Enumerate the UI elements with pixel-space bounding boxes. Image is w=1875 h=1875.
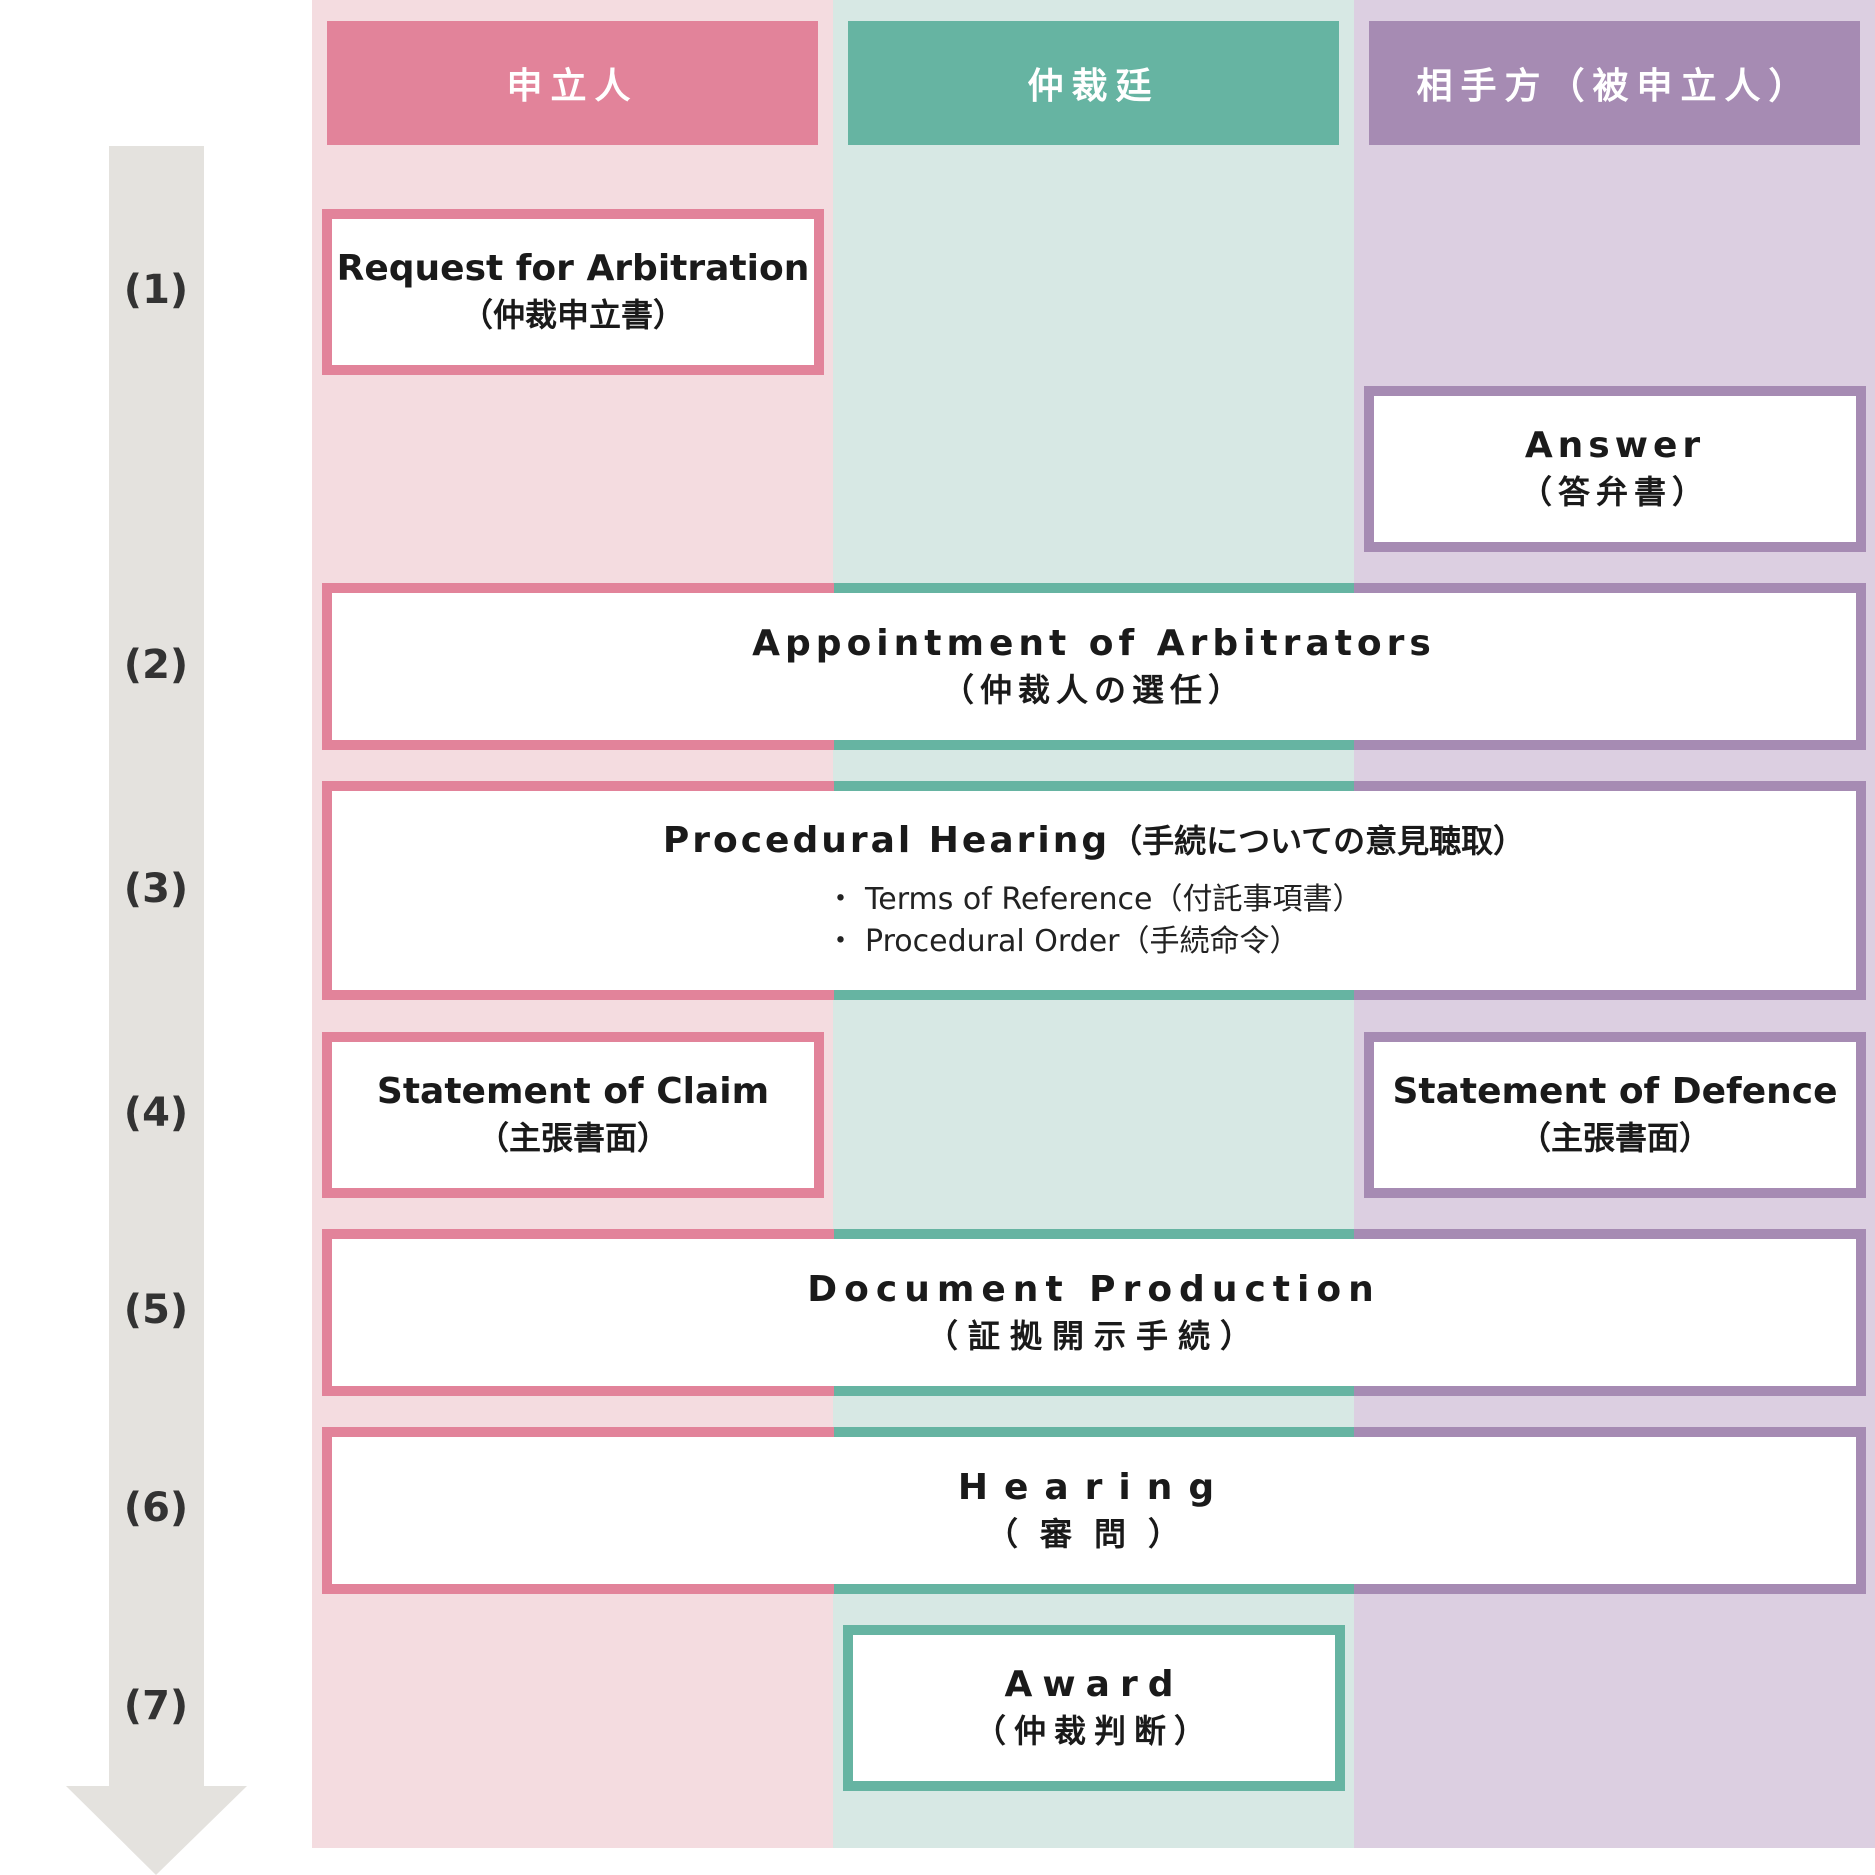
respondent-header: 相手方（被申立人）	[1369, 21, 1860, 145]
answer-subtitle: （答弁書）	[1519, 473, 1710, 511]
step-label-3: (3)	[123, 866, 189, 912]
timeline-arrow-head-icon	[66, 1786, 247, 1875]
procedural-hearing-box: Procedural Hearing（手続についての意見聴取） ・ Terms …	[322, 781, 1866, 1000]
timeline-arrow-shaft	[109, 146, 204, 1786]
step-label-5: (5)	[123, 1287, 189, 1333]
procedural-item-terms: ・ Terms of Reference（付託事項書）	[825, 881, 1363, 917]
document-title: Document Production	[807, 1268, 1381, 1310]
defence-title: Statement of Defence	[1392, 1071, 1838, 1113]
procedural-heading: Procedural Hearing（手続についての意見聴取）	[663, 818, 1525, 865]
statement-of-defence-box: Statement of Defence （主張書面）	[1364, 1032, 1866, 1198]
step-label-2: (2)	[123, 642, 189, 688]
request-subtitle: （仲裁申立書）	[460, 296, 685, 334]
procedural-items: ・ Terms of Reference（付託事項書） ・ Procedural…	[826, 879, 1363, 963]
hearing-box: Hearing （審問）	[322, 1427, 1866, 1594]
appointment-title: Appointment of Arbitrators	[752, 622, 1436, 664]
answer-title: Answer	[1524, 425, 1706, 467]
request-for-arbitration-box: Request for Arbitration （仲裁申立書）	[322, 209, 824, 375]
hearing-subtitle: （審問）	[985, 1514, 1202, 1553]
answer-box: Answer （答弁書）	[1364, 386, 1866, 552]
appointment-of-arbitrators-box: Appointment of Arbitrators （仲裁人の選任）	[322, 583, 1866, 750]
step-label-4: (4)	[123, 1090, 189, 1136]
step-label-1: (1)	[123, 267, 189, 313]
document-production-box: Document Production （証拠開示手続）	[322, 1229, 1866, 1396]
statement-of-claim-box: Statement of Claim （主張書面）	[322, 1032, 824, 1198]
step-label-7: (7)	[123, 1683, 189, 1729]
claimant-header: 申立人	[327, 21, 818, 145]
request-title: Request for Arbitration	[336, 248, 810, 290]
step-label-6: (6)	[123, 1485, 189, 1531]
appointment-subtitle: （仲裁人の選任）	[941, 670, 1246, 709]
award-subtitle: （仲裁判断）	[973, 1712, 1214, 1750]
procedural-title: Procedural Hearing	[662, 820, 1111, 862]
document-subtitle: （証拠開示手続）	[925, 1316, 1262, 1355]
hearing-title: Hearing	[957, 1466, 1231, 1508]
award-title: Award	[1004, 1664, 1184, 1706]
claim-title: Statement of Claim	[376, 1071, 770, 1113]
procedural-subtitle: （手続についての意見聴取）	[1110, 822, 1526, 861]
tribunal-header: 仲裁廷	[848, 21, 1339, 145]
defence-subtitle: （主張書面）	[1518, 1119, 1711, 1157]
claim-subtitle: （主張書面）	[476, 1119, 669, 1157]
procedural-item-order: ・ Procedural Order（手続命令）	[825, 923, 1300, 959]
award-box: Award （仲裁判断）	[843, 1625, 1345, 1791]
